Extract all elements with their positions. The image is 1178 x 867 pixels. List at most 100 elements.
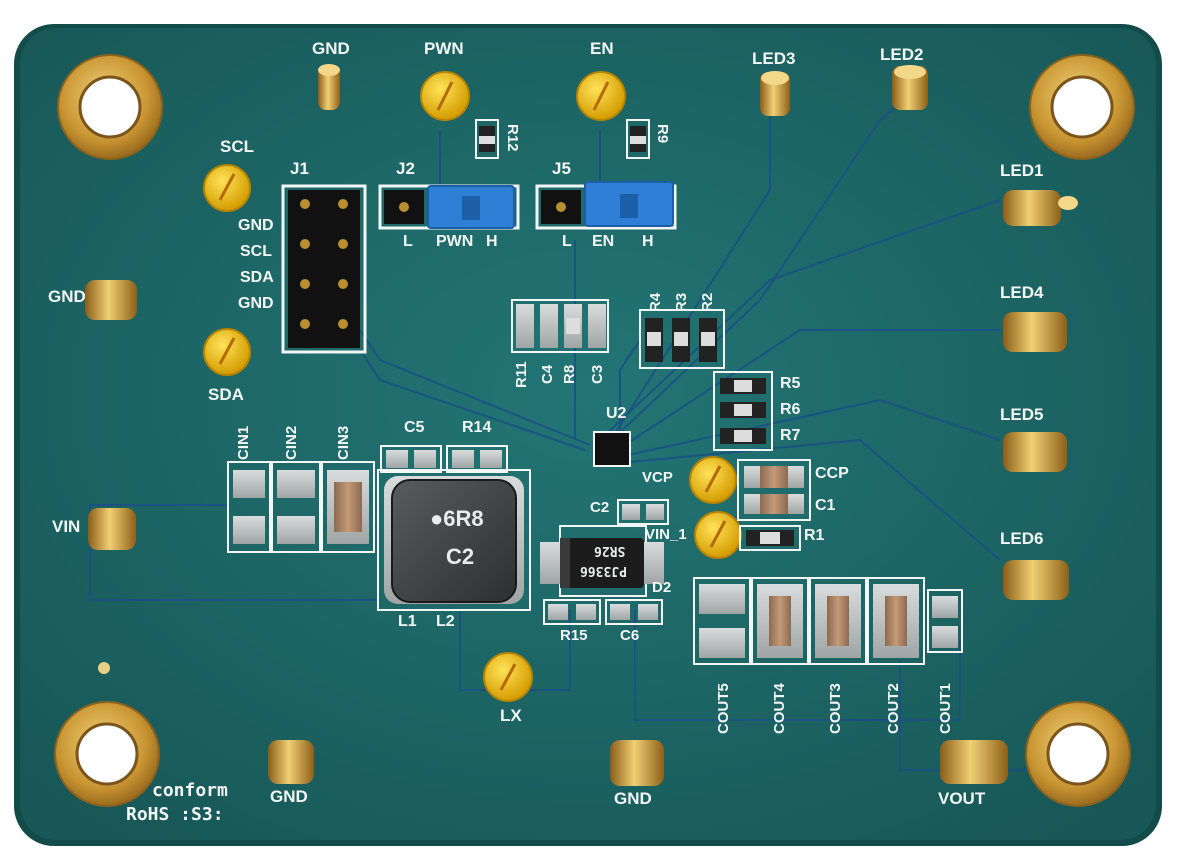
- label-c6: C6: [620, 627, 640, 644]
- label-led5: LED5: [1000, 405, 1044, 424]
- cap-cin3: [321, 461, 375, 553]
- label-ccp: CCP: [815, 465, 849, 482]
- pin-gnd-left: [85, 280, 137, 320]
- label-c2: C2: [590, 499, 610, 516]
- cap-c5: [380, 445, 442, 473]
- label-j1-scl: SCL: [240, 243, 272, 260]
- label-vin-1: VIN_1: [645, 526, 687, 543]
- label-cin3: CIN3: [335, 425, 352, 460]
- label-r2: R2: [699, 292, 716, 312]
- inductor-marking-bottom: C2: [446, 544, 475, 569]
- label-vin: VIN: [52, 517, 81, 536]
- label-j2-h: H: [486, 233, 498, 250]
- diode-marking-bottom: PJ3366: [580, 563, 627, 578]
- label-gnd-top: GND: [312, 39, 350, 58]
- cap-cout4: [751, 577, 809, 665]
- label-gnd-left: GND: [48, 287, 86, 306]
- cap-c6: [605, 599, 663, 625]
- label-c5: C5: [404, 419, 425, 436]
- mounting-hole-bottom-right: [1025, 701, 1131, 807]
- label-led1: LED1: [1000, 161, 1044, 180]
- cap-cout3: [809, 577, 867, 665]
- j5-jumper-header: [535, 181, 677, 230]
- label-j1-sda: SDA: [240, 269, 274, 286]
- label-c1: C1: [815, 497, 836, 514]
- board-surface: [20, 28, 1156, 840]
- label-r11: R11: [513, 361, 530, 388]
- pin-led3: [760, 71, 790, 116]
- j1-pin-header: [281, 184, 367, 354]
- mounting-hole-top-left: [57, 54, 163, 160]
- label-c4: C4: [539, 364, 556, 384]
- label-gnd-bottom-mid: GND: [614, 789, 652, 808]
- label-cin1: CIN1: [235, 425, 252, 460]
- cap-c2: [617, 499, 669, 525]
- mounting-hole-bottom-left: [54, 701, 160, 807]
- cap-cout1: [927, 589, 963, 653]
- tp-pwn: [420, 71, 470, 121]
- tp-en: [576, 71, 626, 121]
- pin-gnd-top: [318, 64, 340, 110]
- label-j2-pwn: PWN: [436, 233, 474, 250]
- label-r9: R9: [654, 124, 671, 144]
- label-c3: C3: [589, 364, 606, 384]
- label-en-top: EN: [590, 39, 614, 58]
- label-led3: LED3: [752, 49, 796, 68]
- pin-gnd-bottom-left: [268, 740, 314, 784]
- inductor-marking-top: ●6R8: [430, 506, 484, 531]
- pin-led1: [1003, 190, 1078, 226]
- label-l2: L2: [436, 613, 455, 630]
- fiducial-dot: [98, 662, 110, 674]
- label-pwn: PWN: [424, 39, 464, 58]
- label-r4: R4: [647, 292, 664, 312]
- label-cout2: COUT2: [885, 683, 902, 734]
- tp-vcp: [689, 456, 737, 504]
- resistor-r9: [626, 119, 650, 159]
- label-led2: LED2: [880, 45, 924, 64]
- mounting-hole-top-right: [1029, 54, 1135, 160]
- tp-scl: [203, 164, 251, 212]
- cap-cin2: [271, 461, 321, 553]
- label-j5-en: EN: [592, 233, 615, 250]
- label-r12: R12: [504, 124, 521, 152]
- resistor-r14: [446, 445, 508, 473]
- resistor-group-r5-r7: [713, 371, 773, 451]
- label-scl-pad: SCL: [220, 137, 254, 156]
- diode-d2: [540, 525, 664, 597]
- gold-test-pins: [85, 64, 1078, 786]
- label-cout5: COUT5: [715, 683, 732, 734]
- label-j5-l: L: [562, 233, 572, 250]
- label-j1: J1: [290, 159, 309, 178]
- label-led4: LED4: [1000, 283, 1044, 302]
- resistor-r15: [543, 599, 601, 625]
- pin-vout: [940, 740, 1008, 784]
- tp-lx: [483, 652, 533, 702]
- label-r6: R6: [780, 401, 801, 418]
- tp-vin-1: [694, 511, 742, 559]
- label-lx: LX: [500, 706, 522, 725]
- pin-vin: [88, 508, 136, 550]
- tp-sda: [203, 328, 251, 376]
- label-cout3: COUT3: [827, 683, 844, 734]
- pin-led4: [1003, 312, 1067, 352]
- label-cin2: CIN2: [283, 425, 300, 460]
- resistor-r12: [475, 119, 499, 159]
- label-j1-gnd2: GND: [238, 295, 274, 312]
- label-r14: R14: [462, 419, 492, 436]
- label-led6: LED6: [1000, 529, 1044, 548]
- pin-gnd-bottom-mid: [610, 740, 664, 786]
- label-j5: J5: [552, 159, 571, 178]
- label-r15: R15: [560, 627, 588, 644]
- yellow-test-points: [203, 71, 742, 702]
- label-vcp: VCP: [642, 469, 673, 486]
- label-cout4: COUT4: [771, 683, 788, 734]
- label-j2: J2: [396, 159, 415, 178]
- label-cout1: COUT1: [937, 683, 954, 734]
- resistor-r1: [739, 525, 801, 551]
- label-j2-l: L: [403, 233, 413, 250]
- label-u2: U2: [606, 405, 627, 422]
- label-j1-gnd1: GND: [238, 217, 274, 234]
- label-r8: R8: [561, 364, 578, 384]
- label-r3: R3: [673, 292, 690, 312]
